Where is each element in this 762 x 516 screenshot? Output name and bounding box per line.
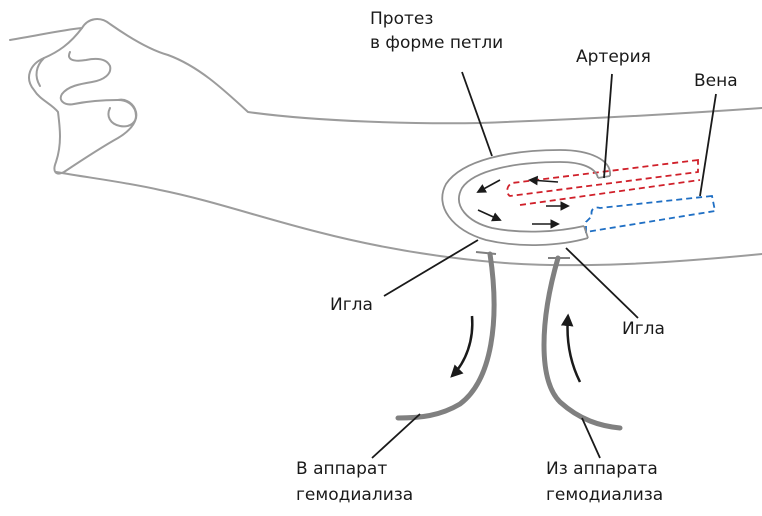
graft-label-line1: Протез	[370, 8, 433, 30]
vein-label: Вена	[694, 70, 738, 92]
arm-lower-contour	[56, 172, 762, 265]
needle-right-leader	[566, 248, 638, 318]
needle-left-leader	[384, 240, 478, 296]
artery-label: Артерия	[576, 46, 651, 68]
flow-arrow-lower-1	[478, 210, 500, 220]
outflow-direction-arrow	[452, 316, 472, 376]
to-machine-label-line2: гемодиализа	[296, 484, 413, 506]
from-machine-label-line1: Из аппарата	[546, 458, 658, 480]
vein-vessel	[586, 196, 715, 232]
dialysis-tubing	[398, 252, 620, 428]
to-machine-label-line1: В аппарат	[296, 458, 387, 480]
inflow-direction-arrow	[568, 316, 581, 382]
to-machine-leader	[372, 414, 420, 458]
graft-label-line2: в форме петли	[370, 32, 503, 54]
inflow-tube	[544, 258, 620, 428]
loop-graft-inner	[459, 162, 598, 232]
needle-left-mark	[476, 252, 496, 254]
needle-right-label: Игла	[622, 318, 665, 340]
flow-arrow-upper-2	[478, 180, 500, 192]
vein-outline	[586, 196, 715, 232]
graft-leader	[462, 72, 492, 156]
thumb-outline	[108, 100, 136, 127]
flow-arrow-upper-1	[530, 180, 558, 182]
needle-left-label: Игла	[330, 294, 373, 316]
vein-leader	[700, 94, 716, 196]
artery-vessel	[507, 160, 700, 205]
loop-graft	[442, 150, 610, 245]
from-machine-label-line2: гемодиализа	[546, 484, 663, 506]
artery-leader	[604, 74, 612, 178]
hand-outline	[29, 28, 136, 174]
